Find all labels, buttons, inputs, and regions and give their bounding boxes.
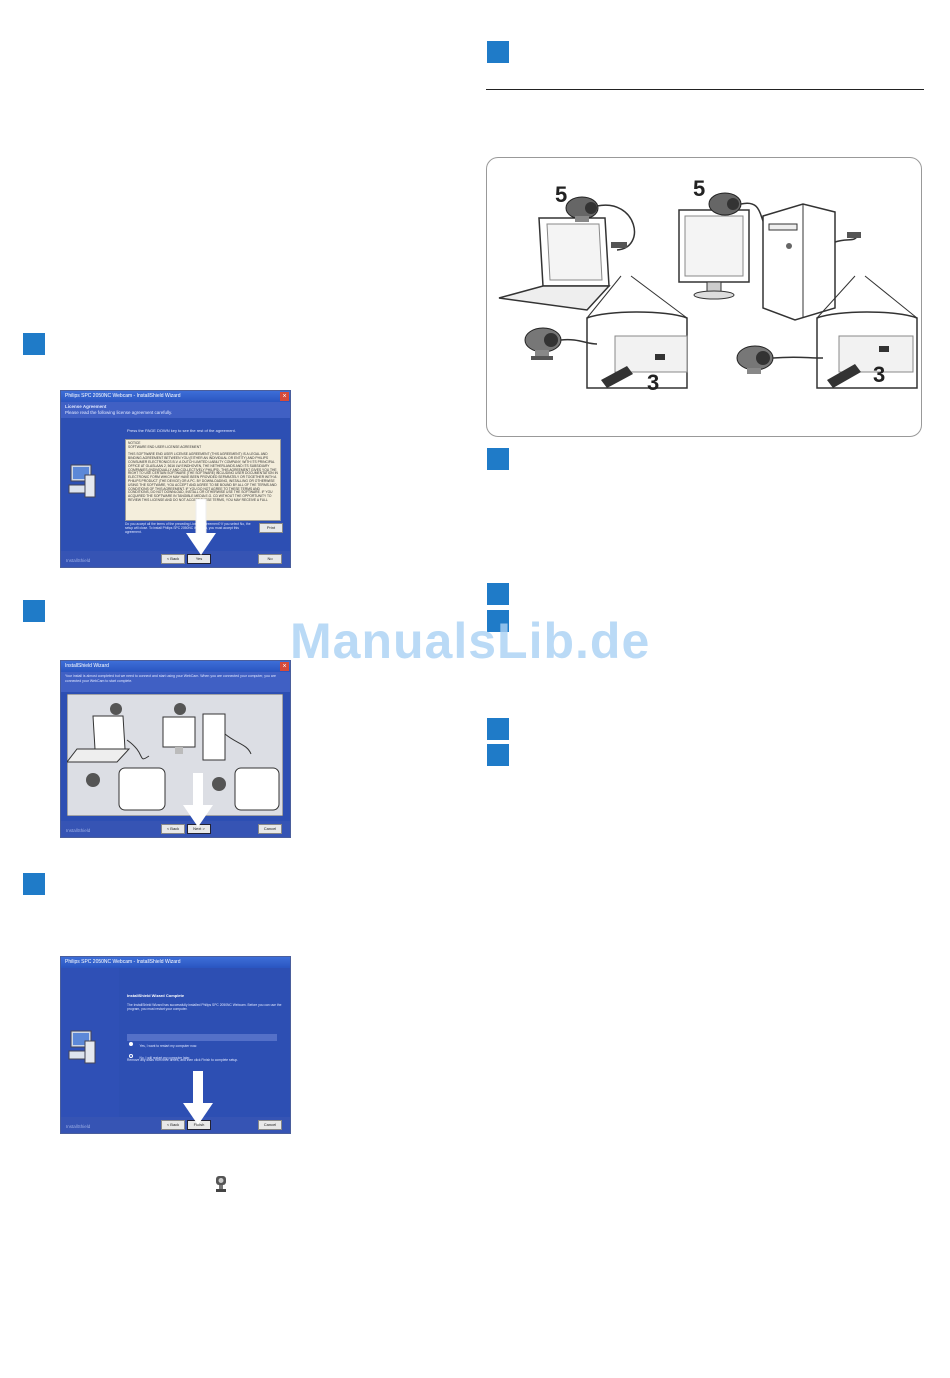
close-icon[interactable]: × <box>280 662 289 671</box>
button-bar: InstallShield < Back Yes No <box>61 551 290 567</box>
restart-no-option[interactable]: No, I will restart my computer later. <box>127 1046 277 1060</box>
step-5-label: 5 <box>693 176 706 201</box>
license-intro: Press the PAGE DOWN key to see the rest … <box>127 428 236 433</box>
button-bar: InstallShield < Back Next > Cancel <box>61 821 290 837</box>
cancel-button[interactable]: Cancel <box>258 824 282 834</box>
license-question: Do you accept all the terms of the prece… <box>125 522 251 534</box>
back-button[interactable]: < Back <box>161 554 185 564</box>
radio-icon <box>129 1054 133 1058</box>
dialog-header: License Agreement Please read the follow… <box>61 402 290 418</box>
desktop-webcam-icon <box>708 192 742 216</box>
section-rule <box>486 89 924 90</box>
step-5-label: 5 <box>555 182 568 207</box>
computer-icon <box>68 1030 96 1064</box>
header-title: License Agreement <box>65 404 107 409</box>
step-3-label: 3 <box>647 370 660 395</box>
step-marker <box>487 583 509 605</box>
dialog-title: InstallShield Wizard <box>61 661 290 672</box>
step-3-label: 3 <box>873 362 886 387</box>
close-icon[interactable]: × <box>280 392 289 401</box>
header-subtitle: Please read the following license agreem… <box>65 410 173 415</box>
step-marker <box>23 600 45 622</box>
complete-heading: InstallShield Wizard Complete <box>127 993 185 998</box>
webcam-tray-icon <box>216 1176 226 1192</box>
cancel-button[interactable]: Cancel <box>258 1120 282 1130</box>
step-marker <box>487 610 509 632</box>
standalone-webcam-icon <box>524 327 562 360</box>
restart-yes-label: Yes, I want to restart my computer now. <box>139 1044 198 1048</box>
restart-no-label: No, I will restart my computer later. <box>139 1056 191 1060</box>
step-marker <box>487 718 509 740</box>
computer-icon <box>68 464 96 498</box>
license-wizard-dialog: Philips SPC 2050NC Webcam - InstallShiel… <box>60 390 291 568</box>
standalone-webcam-icon <box>736 345 774 374</box>
back-button[interactable]: < Back <box>161 824 185 834</box>
complete-wizard-dialog: Philips SPC 2050NC Webcam - InstallShiel… <box>60 956 291 1134</box>
print-button[interactable]: Print <box>259 523 283 533</box>
installshield-label: InstallShield <box>66 828 91 833</box>
installshield-label: InstallShield <box>66 1124 91 1129</box>
yes-button[interactable]: Yes <box>187 554 211 564</box>
step-marker <box>487 41 509 63</box>
remove-disks-note: Remove any disks from their drives, and … <box>127 1058 239 1062</box>
step-marker <box>23 873 45 895</box>
radio-selected-icon <box>129 1042 133 1046</box>
connection-illustration-panel: 5 5 3 3 <box>486 157 922 437</box>
connect-wizard-dialog: InstallShield Wizard × Your install is a… <box>60 660 291 838</box>
step-marker <box>487 448 509 470</box>
down-arrow-icon <box>186 499 216 555</box>
complete-text: The InstallShield Wizard has successfull… <box>127 1003 282 1011</box>
step-marker <box>487 744 509 766</box>
button-bar: InstallShield < Back Finish Cancel <box>61 1117 290 1133</box>
restart-yes-option[interactable]: Yes, I want to restart my computer now. <box>127 1034 277 1048</box>
down-arrow-icon <box>183 1071 213 1125</box>
connection-illustration <box>67 694 283 816</box>
back-button[interactable]: < Back <box>161 1120 185 1130</box>
watermark: ManualsLib.de <box>290 613 651 669</box>
laptop-webcam-icon <box>565 196 599 222</box>
dialog-title: Philips SPC 2050NC Webcam - InstallShiel… <box>61 957 290 968</box>
connect-instruction: Your install is almost completed but we … <box>61 672 290 692</box>
down-arrow-icon <box>183 773 213 827</box>
step-marker <box>23 333 45 355</box>
dialog-title: Philips SPC 2050NC Webcam - InstallShiel… <box>61 391 290 402</box>
webcam-connection-drawing <box>498 192 918 389</box>
installshield-label: InstallShield <box>66 558 91 563</box>
no-button[interactable]: No <box>258 554 282 564</box>
